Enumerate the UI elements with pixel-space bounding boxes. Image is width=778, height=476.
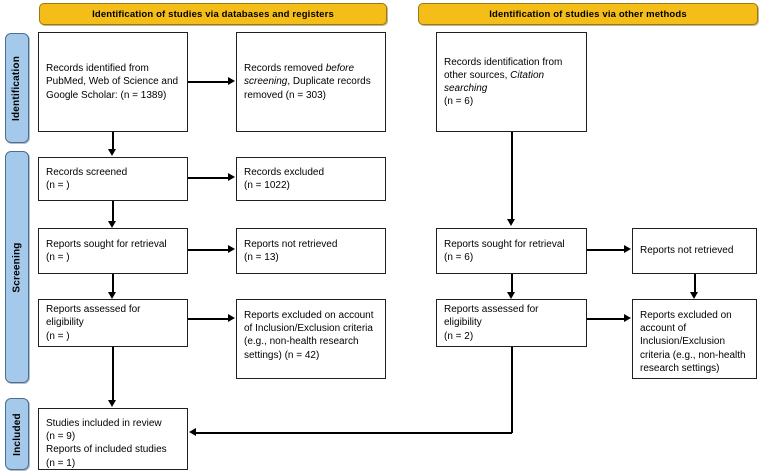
box-studies-included: Studies included in review (n = 9) Repor…	[38, 408, 188, 470]
connector-not-retrieved-to-excluded-right	[694, 274, 696, 295]
box-records-removed-text: Records removed before screening, Duplic…	[244, 63, 371, 101]
box-records-identified-text: Records identified from PubMed, Web of S…	[46, 63, 179, 101]
box-reports-sought-left-text: Reports sought for retrieval (n = )	[46, 238, 167, 263]
arrowhead-sought-to-assessed-left-icon	[108, 292, 116, 299]
box-studies-included-text: Studies included in review (n = 9) Repor…	[46, 418, 167, 469]
phase-header-databases: Identification of studies via databases …	[39, 3, 387, 25]
connector-sought-to-assessed-right	[511, 274, 513, 295]
connector-identified-to-removed	[188, 81, 228, 83]
arrowhead-sought-to-not-retrieved-left-icon	[228, 245, 235, 253]
box-reports-excluded-right-text: Reports excluded on account of Inclusion…	[640, 310, 746, 374]
box-records-removed: Records removed before screening, Duplic…	[236, 32, 386, 132]
arrowhead-identified-to-removed-icon	[228, 77, 235, 85]
connector-screened-to-excluded	[188, 177, 228, 179]
box-reports-excluded-left: Reports excluded on account of Inclusion…	[236, 299, 386, 379]
connector-sought-to-not-retrieved-right	[587, 249, 624, 251]
arrowhead-identified-to-screened-icon	[108, 149, 116, 156]
connector-identified-to-screened	[112, 132, 114, 152]
connector-screened-to-sought	[112, 201, 114, 224]
box-reports-assessed-left-text: Reports assessed for eligibility (n = )	[46, 304, 141, 342]
box-reports-not-retrieved-left-text: Reports not retrieved (n = 13)	[244, 238, 338, 263]
box-records-screened: Records screened (n = )	[38, 157, 188, 201]
box-reports-not-retrieved-right: Reports not retrieved	[632, 228, 757, 274]
connector-right-elbow-vertical	[511, 347, 513, 433]
stage-tab-screening: Screening	[5, 151, 29, 383]
connector-other-sources-to-sought-right	[511, 132, 513, 221]
connector-sought-to-assessed-left	[112, 274, 114, 295]
box-reports-assessed-right: Reports assessed for eligibility (n = 2)	[436, 299, 587, 347]
box-reports-not-retrieved-left: Reports not retrieved (n = 13)	[236, 228, 386, 274]
box-records-excluded: Records excluded (n = 1022)	[236, 157, 386, 201]
arrowhead-sought-to-assessed-right-icon	[507, 292, 515, 299]
connector-assessed-to-excluded-right	[587, 318, 624, 320]
box-reports-excluded-right: Reports excluded on account of Inclusion…	[632, 299, 757, 379]
box-reports-sought-right: Reports sought for retrieval (n = 6)	[436, 228, 587, 274]
arrowhead-assessed-to-included-icon	[108, 400, 116, 407]
phase-header-databases-label: Identification of studies via databases …	[92, 8, 334, 20]
box-reports-sought-left: Reports sought for retrieval (n = )	[38, 228, 188, 274]
connector-sought-to-not-retrieved-left	[188, 249, 228, 251]
box-records-other-sources: Records identification from other source…	[436, 32, 587, 132]
box-reports-excluded-left-text: Reports excluded on account of Inclusion…	[244, 310, 374, 361]
connector-right-elbow-horizontal	[196, 432, 512, 434]
arrowhead-screened-to-excluded-icon	[228, 173, 235, 181]
connector-assessed-to-included	[112, 347, 114, 404]
stage-tab-screening-label: Screening	[11, 241, 23, 293]
arrowhead-assessed-to-excluded-right-icon	[624, 314, 631, 322]
box-reports-not-retrieved-right-text: Reports not retrieved	[640, 245, 734, 257]
stage-tab-included-label: Included	[11, 412, 23, 456]
stage-tab-included: Included	[5, 398, 29, 470]
box-records-identified: Records identified from PubMed, Web of S…	[38, 32, 188, 132]
phase-header-other-methods-label: Identification of studies via other meth…	[489, 8, 687, 20]
arrowhead-not-retrieved-to-excluded-right-icon	[690, 292, 698, 299]
arrowhead-other-sources-to-sought-right-icon	[507, 219, 515, 226]
arrowhead-right-elbow-to-included-icon	[189, 428, 196, 436]
stage-tab-identification-label: Identification	[11, 55, 23, 121]
box-reports-assessed-right-text: Reports assessed for eligibility (n = 2)	[444, 304, 539, 342]
connector-assessed-to-excluded-left	[188, 318, 228, 320]
arrowhead-sought-to-not-retrieved-right-icon	[624, 245, 631, 253]
box-reports-sought-right-text: Reports sought for retrieval (n = 6)	[444, 238, 565, 263]
box-records-other-sources-text: Records identification from other source…	[444, 56, 563, 108]
box-records-excluded-text: Records excluded (n = 1022)	[244, 166, 325, 191]
phase-header-other-methods: Identification of studies via other meth…	[418, 3, 758, 25]
arrowhead-screened-to-sought-icon	[108, 221, 116, 228]
arrowhead-assessed-to-excluded-left-icon	[228, 314, 235, 322]
box-reports-assessed-left: Reports assessed for eligibility (n = )	[38, 299, 188, 347]
box-records-screened-text: Records screened (n = )	[46, 166, 128, 191]
stage-tab-identification: Identification	[5, 33, 29, 143]
